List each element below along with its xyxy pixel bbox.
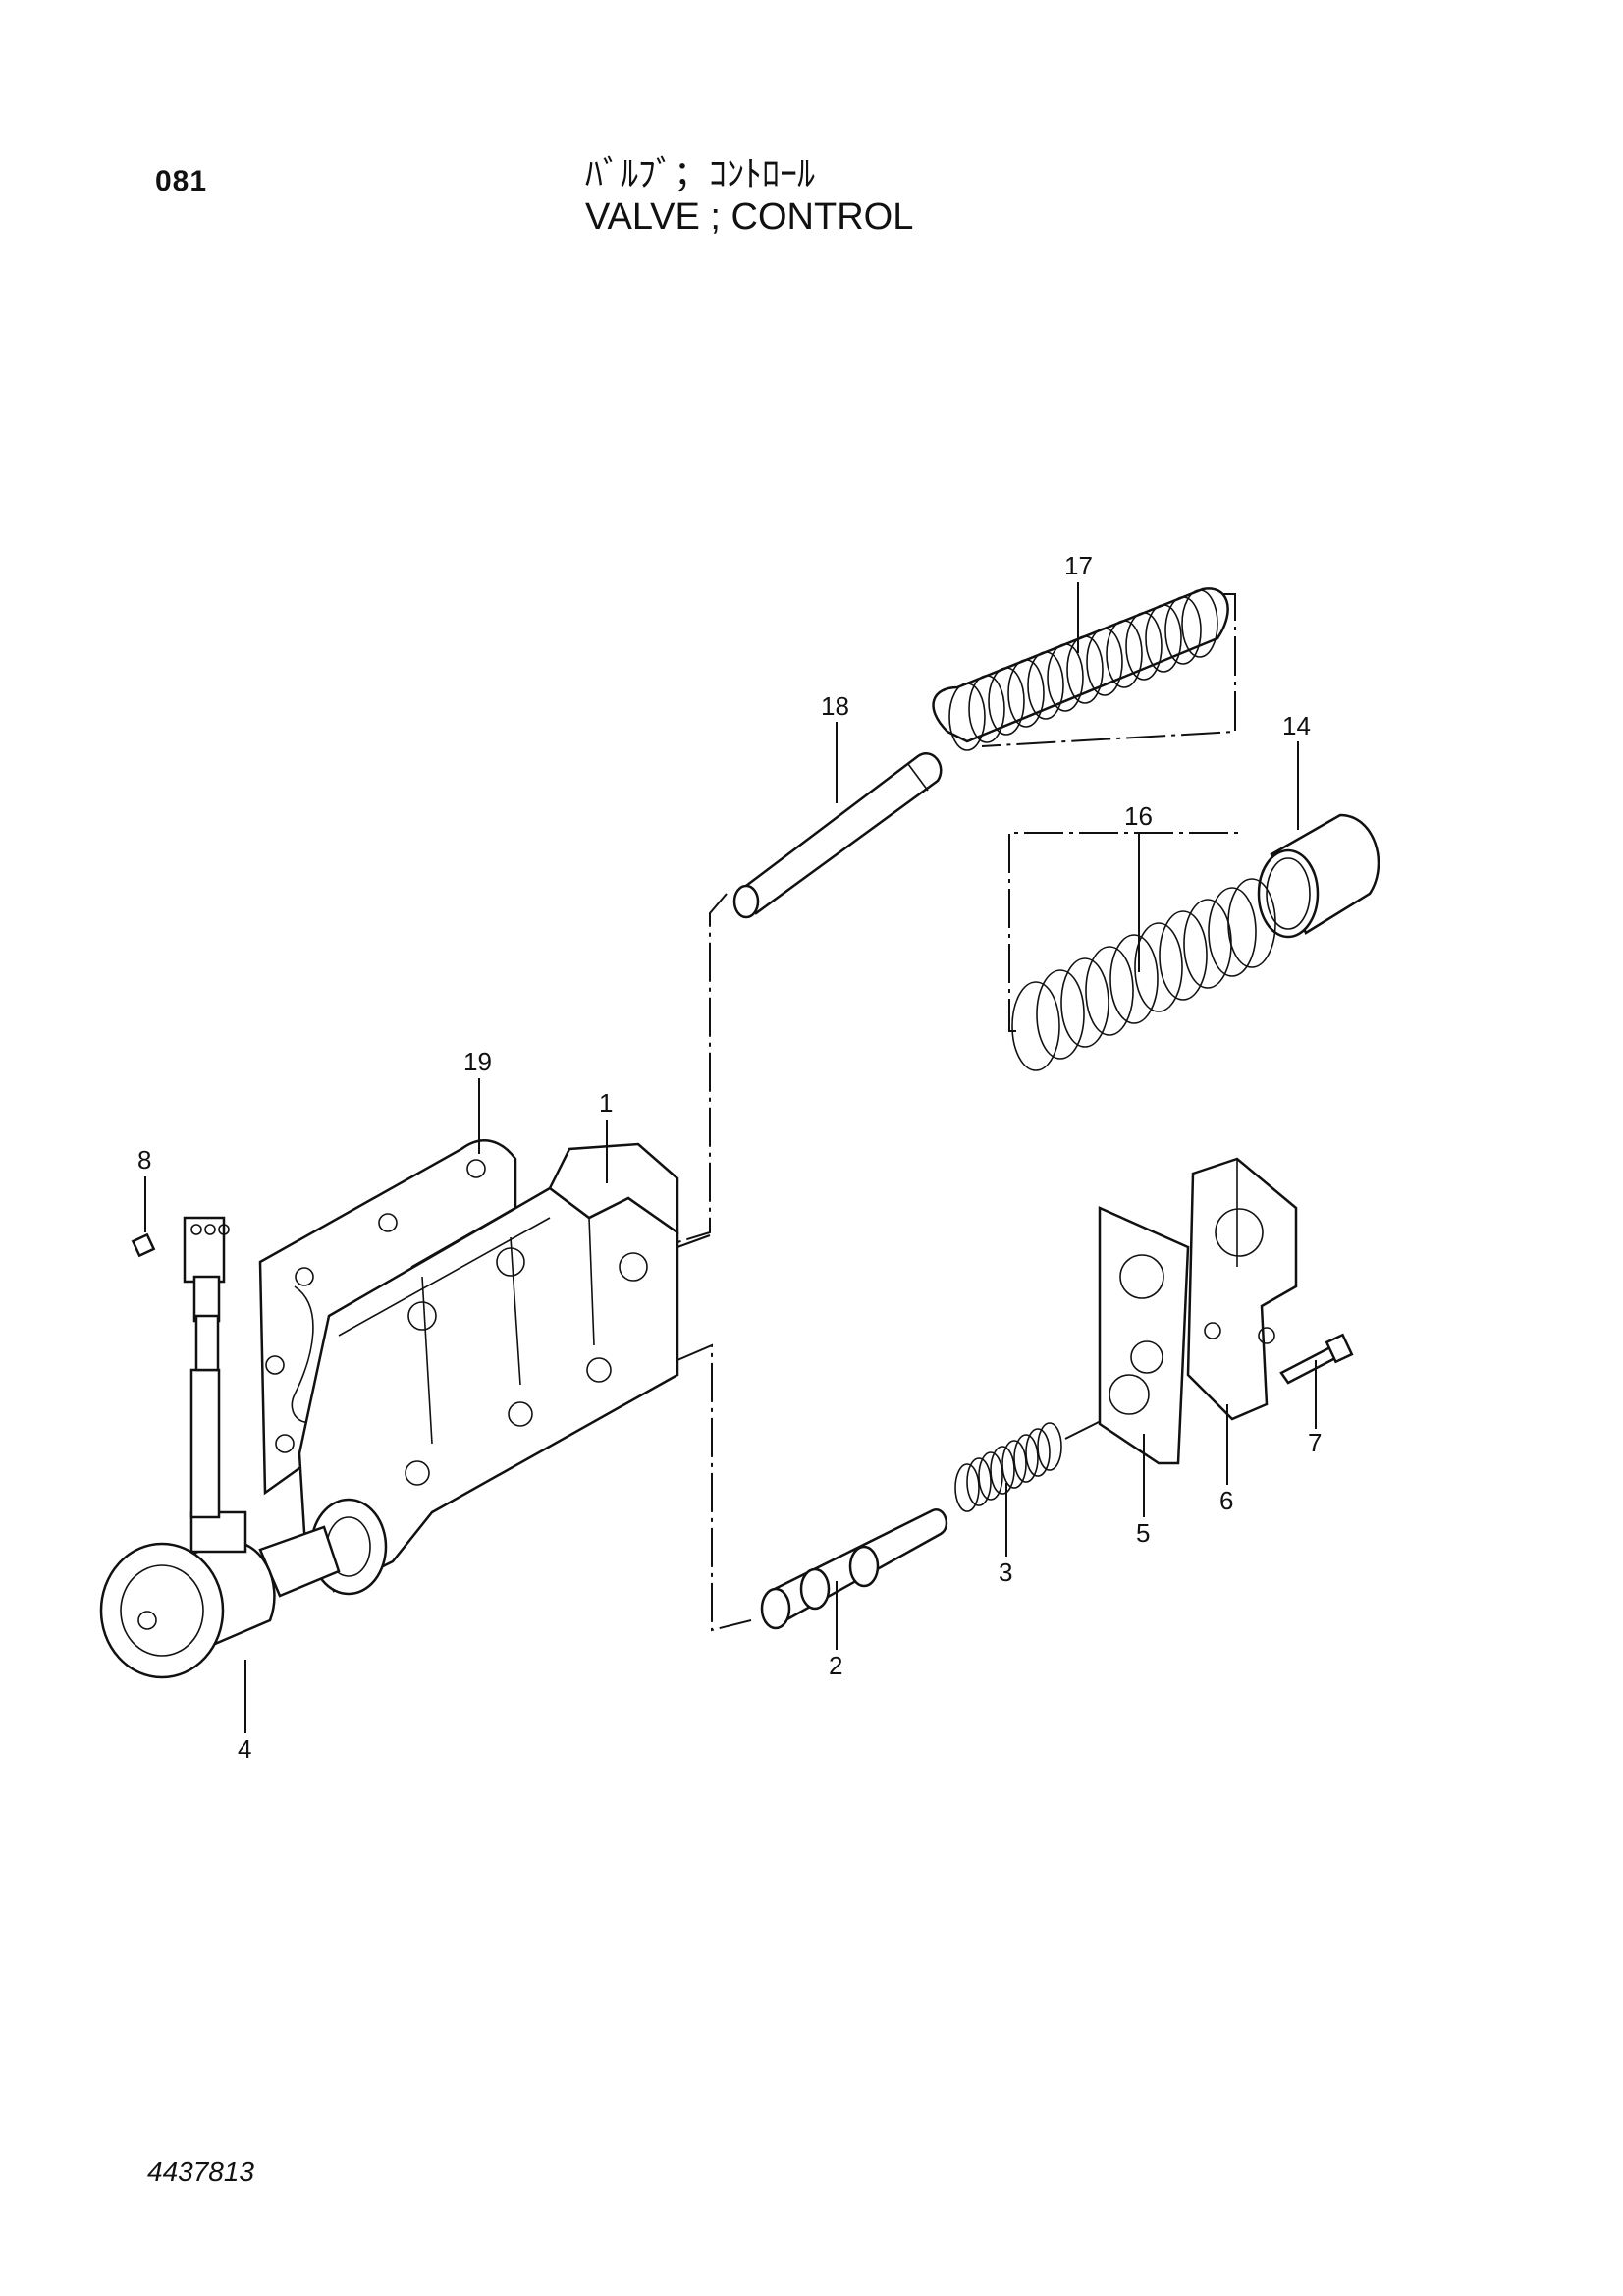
callout-1: 1: [599, 1088, 613, 1118]
part-7-bolt: [1279, 1333, 1354, 1429]
callout-8: 8: [137, 1145, 151, 1175]
callout-6: 6: [1219, 1486, 1233, 1515]
callout-3: 3: [999, 1558, 1012, 1587]
part-16-spring: [1008, 832, 1276, 1071]
callout-16: 16: [1124, 801, 1153, 831]
part-17-long-spring: [932, 582, 1236, 751]
callout-4: 4: [238, 1734, 251, 1764]
callout-2: 2: [829, 1651, 842, 1680]
title-english: VALVE ; CONTROL: [585, 196, 914, 238]
part-18-pin: [676, 722, 943, 1243]
harness-connector: [183, 1216, 230, 1372]
part-5-plate: [1098, 1206, 1190, 1517]
page-number: 081: [155, 165, 208, 197]
part-1-valve-body: [298, 1120, 752, 1632]
callout-18: 18: [821, 691, 849, 721]
title-japanese: ﾊﾞﾙﾌﾞ；ｺﾝﾄﾛｰﾙ: [585, 154, 816, 194]
callout-labels: 17 18 14 16 19 1 8 7 6 5 3 2 4: [137, 551, 1322, 1764]
part-14-sleeve: [1257, 741, 1380, 939]
callout-14: 14: [1282, 711, 1311, 740]
part-3-spring: [954, 1418, 1106, 1557]
drawing-number: 4437813: [147, 2157, 255, 2187]
callout-5: 5: [1136, 1518, 1150, 1548]
callout-17: 17: [1064, 551, 1093, 580]
part-2-spool: [760, 1508, 948, 1650]
callout-7: 7: [1308, 1428, 1322, 1457]
part-4-solenoid: [99, 1368, 341, 1733]
part-6-cover: [1186, 1157, 1298, 1485]
callout-19: 19: [463, 1047, 492, 1076]
part-8-screw: [131, 1176, 156, 1258]
